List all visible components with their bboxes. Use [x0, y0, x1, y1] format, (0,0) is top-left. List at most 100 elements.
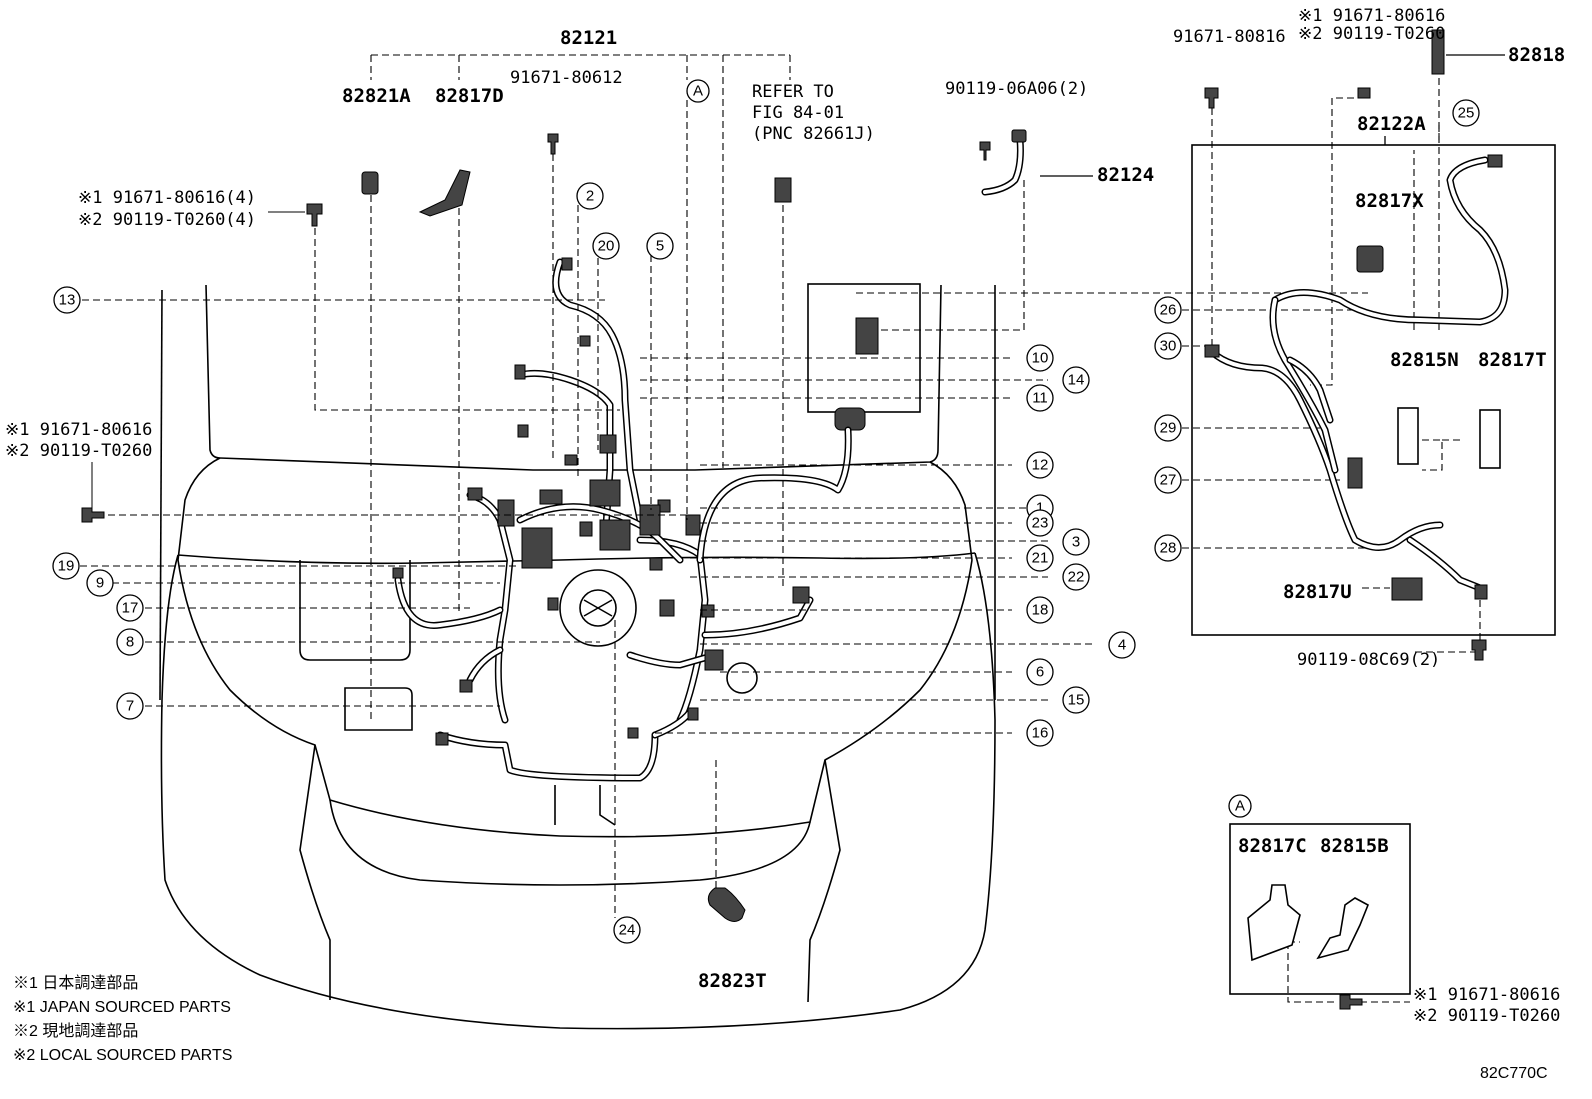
callout-number-7: 7 — [126, 698, 134, 715]
legend: ※1 日本調達部品 ※1 JAPAN SOURCED PARTS ※2 現地調達… — [13, 974, 232, 1064]
callout-number-26: 26 — [1160, 302, 1177, 319]
callout-circle-6 — [1026, 658, 1054, 686]
label-bottom-right-2: ※2 90119-T0260 — [1413, 1006, 1560, 1026]
label-82823T: 82823T — [698, 970, 767, 992]
label-left-a2: ※2 90119-T0260(4) — [78, 210, 256, 230]
label-top-right-2: ※2 90119-T0260 — [1298, 24, 1445, 44]
label-91671-80816: 91671-80816 — [1173, 27, 1286, 47]
callout-circle-20 — [592, 232, 620, 260]
callout-number-10: 10 — [1032, 350, 1049, 367]
callout-number-12: 12 — [1032, 457, 1049, 474]
callout-circle-14 — [1062, 366, 1090, 394]
refer-to-line2: FIG 84-01 — [752, 103, 844, 123]
label-82124: 82124 — [1097, 164, 1154, 186]
harness-connectors — [392, 257, 879, 746]
callout-circle-5 — [646, 232, 674, 260]
vehicle-body-outline — [159, 284, 996, 1030]
callout-circle-7 — [116, 692, 144, 720]
callout-number-25: 25 — [1458, 105, 1475, 122]
callout-circle-9 — [86, 569, 114, 597]
callout-circle-30 — [1154, 332, 1182, 360]
callout-number-2: 2 — [586, 188, 594, 205]
callout-number-15: 15 — [1068, 692, 1085, 709]
callout-circle-10 — [1026, 344, 1054, 372]
callout-number-30: 30 — [1160, 338, 1177, 355]
callout-circle-4 — [1108, 631, 1136, 659]
callout-number-13: 13 — [59, 292, 76, 309]
label-top-right-1: ※1 91671-80616 — [1298, 6, 1445, 26]
callout-number-21: 21 — [1032, 550, 1049, 567]
callout-circle-26 — [1154, 296, 1182, 324]
callout-number-5: 5 — [656, 238, 664, 255]
figure-code: 82C770C — [1480, 1065, 1548, 1082]
callout-circle-8 — [116, 628, 144, 656]
label-82817U: 82817U — [1283, 581, 1352, 603]
callout-number-20: 20 — [598, 238, 615, 255]
callout-circle-29 — [1154, 414, 1182, 442]
callout-circle-21 — [1026, 544, 1054, 572]
callout-number-28: 28 — [1160, 540, 1177, 557]
label-left-a1: ※1 91671-80616(4) — [78, 188, 256, 208]
callout-circle-15 — [1062, 686, 1090, 714]
callout-number-17: 17 — [122, 600, 139, 617]
callout-A-top-circle — [686, 79, 710, 103]
callout-circle-27 — [1154, 466, 1182, 494]
labels: 82121 82821A 82817D 91671-80612 A REFER … — [5, 6, 1565, 1082]
callout-number-23: 23 — [1032, 515, 1049, 532]
callout-circle-3 — [1062, 528, 1090, 556]
callout-number-18: 18 — [1032, 602, 1049, 619]
callout-A-box-circle — [1228, 794, 1252, 818]
label-left-b2: ※2 90119-T0260 — [5, 441, 152, 461]
callout-circle-13 — [53, 286, 81, 314]
callout-number-1: 1 — [1036, 500, 1044, 517]
label-82121: 82121 — [560, 27, 617, 49]
label-left-b1: ※1 91671-80616 — [5, 420, 152, 440]
callout-number-22: 22 — [1068, 569, 1085, 586]
callout-circle-23 — [1026, 509, 1054, 537]
legend-line-3: ※2 現地調達部品 — [13, 1022, 138, 1040]
label-82817D: 82817D — [435, 85, 504, 107]
label-91671-80612: 91671-80612 — [510, 68, 623, 88]
label-82817T: 82817T — [1478, 349, 1547, 371]
callout-circle-24 — [613, 916, 641, 944]
engine-components — [559, 283, 921, 694]
leader-lines — [80, 54, 1481, 1003]
label-90119-06A06: 90119-06A06(2) — [945, 79, 1088, 99]
label-90119-08C69: 90119-08C69(2) — [1297, 650, 1440, 670]
callout-circle-2 — [576, 182, 604, 210]
label-82815B: 82815B — [1320, 835, 1389, 857]
callout-number-27: 27 — [1160, 472, 1177, 489]
callout-number-29: 29 — [1160, 420, 1177, 437]
callout-number-8: 8 — [126, 634, 134, 651]
callout-circle-22 — [1062, 563, 1090, 591]
label-bottom-right-1: ※1 91671-80616 — [1413, 985, 1560, 1005]
label-82818: 82818 — [1508, 44, 1565, 66]
label-A-top: A — [693, 83, 703, 100]
label-82815N: 82815N — [1390, 349, 1459, 371]
callout-number-3: 3 — [1072, 534, 1080, 551]
label-82817C: 82817C — [1238, 835, 1307, 857]
callout-number-14: 14 — [1068, 372, 1085, 389]
callout-circle-12 — [1026, 451, 1054, 479]
callout-circle-25 — [1452, 99, 1480, 127]
top-parts — [81, 29, 1445, 922]
legend-line-2: ※1 JAPAN SOURCED PARTS — [13, 999, 231, 1016]
callout-circle-19 — [52, 552, 80, 580]
callout-number-6: 6 — [1036, 664, 1044, 681]
refer-to-line3: (PNC 82661J) — [752, 124, 875, 144]
label-82821A: 82821A — [342, 85, 411, 107]
sub-harness-box-82122A — [1191, 144, 1556, 661]
label-82122A: 82122A — [1357, 113, 1426, 135]
callout-number-4: 4 — [1118, 637, 1126, 654]
callout-circle-28 — [1154, 534, 1182, 562]
detail-box-A — [1229, 823, 1411, 1010]
callout-number-11: 11 — [1032, 390, 1048, 407]
callout-number-19: 19 — [58, 558, 75, 575]
callout-circle-18 — [1026, 596, 1054, 624]
callout-number-16: 16 — [1032, 725, 1049, 742]
label-A-box: A — [1235, 798, 1245, 815]
refer-to-line1: REFER TO — [752, 82, 834, 102]
callout-number-24: 24 — [619, 922, 636, 939]
